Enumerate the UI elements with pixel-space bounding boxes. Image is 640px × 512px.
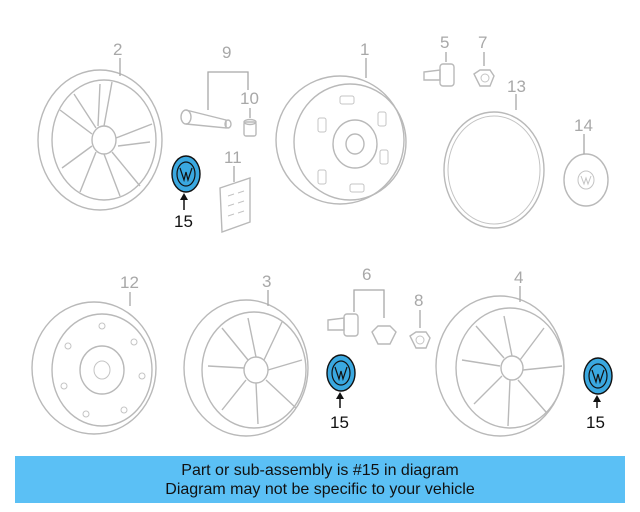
banner-line-1: Part or sub-assembly is #15 in diagram xyxy=(181,462,459,479)
callout-15-right[interactable]: 15 xyxy=(586,413,605,432)
wheel-part-4[interactable] xyxy=(435,295,565,437)
lug-nut-part-7[interactable] xyxy=(473,69,495,87)
callout-8[interactable]: 8 xyxy=(414,291,423,310)
callout-14[interactable]: 14 xyxy=(574,116,593,135)
lug-nut-part-8[interactable] xyxy=(409,331,431,349)
callout-5[interactable]: 5 xyxy=(440,33,449,52)
callout-15-middle[interactable]: 15 xyxy=(330,413,349,432)
callout-13[interactable]: 13 xyxy=(507,77,526,96)
center-cap-15-right[interactable] xyxy=(583,357,613,395)
lug-bolt-part-5[interactable] xyxy=(423,63,455,87)
callout-3[interactable]: 3 xyxy=(262,272,271,291)
valve-stem-part-9[interactable] xyxy=(180,109,232,129)
balance-weights-part-11[interactable] xyxy=(219,177,251,233)
lug-bolt-part-6[interactable] xyxy=(327,313,397,345)
center-cap-15-middle[interactable] xyxy=(326,354,356,392)
info-banner: Part or sub-assembly is #15 in diagram D… xyxy=(15,456,625,503)
callout-2[interactable]: 2 xyxy=(113,40,122,59)
callout-7[interactable]: 7 xyxy=(478,33,487,52)
callout-15-left[interactable]: 15 xyxy=(174,212,193,231)
parts-diagram: 2 15 9 10 11 1 xyxy=(31,33,613,437)
callout-11[interactable]: 11 xyxy=(224,148,242,167)
callout-4[interactable]: 4 xyxy=(514,268,523,287)
wheel-part-2[interactable] xyxy=(37,69,163,211)
steel-wheel-part-1[interactable] xyxy=(275,75,407,205)
wheel-part-3[interactable] xyxy=(183,299,309,437)
arrow-15-left xyxy=(180,193,188,200)
hub-cap-part-14[interactable] xyxy=(563,153,609,207)
leader-6 xyxy=(353,289,385,318)
callout-12[interactable]: 12 xyxy=(120,273,139,292)
steel-wheel-part-12[interactable] xyxy=(31,301,157,435)
banner-line-2: Diagram may not be specific to your vehi… xyxy=(165,481,475,498)
valve-cap-part-10[interactable] xyxy=(243,118,257,137)
callout-10[interactable]: 10 xyxy=(240,89,259,108)
callout-9[interactable]: 9 xyxy=(222,43,231,62)
center-cap-15-left[interactable] xyxy=(171,155,201,193)
callout-6[interactable]: 6 xyxy=(362,265,371,284)
arrow-15-middle xyxy=(336,392,344,399)
trim-ring-part-13[interactable] xyxy=(443,111,545,229)
callout-1[interactable]: 1 xyxy=(360,40,369,59)
arrow-15-right xyxy=(593,395,601,402)
leader-9 xyxy=(207,71,249,110)
